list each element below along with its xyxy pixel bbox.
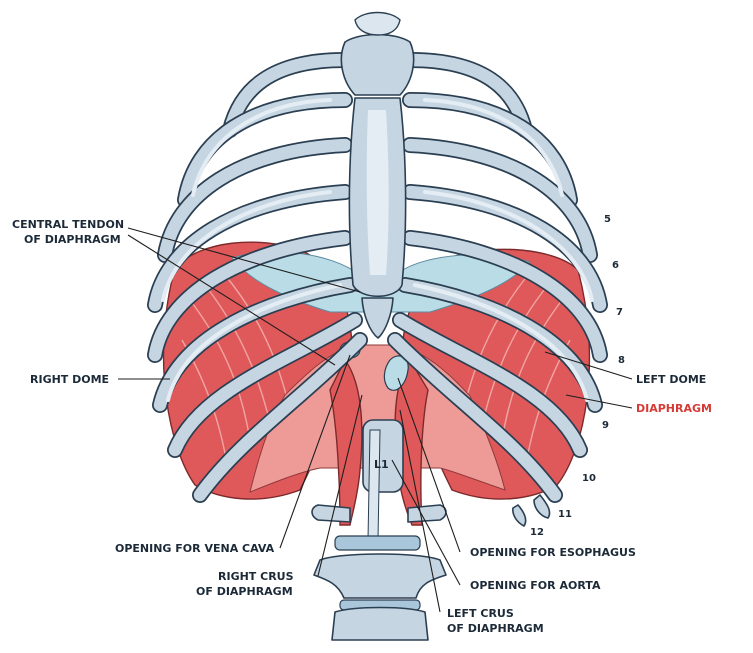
label-left-dome: LEFT DOME xyxy=(636,373,706,386)
label-right-dome: RIGHT DOME xyxy=(30,373,109,386)
rib-number-10: 10 xyxy=(582,473,596,484)
label-right-crus-line1: RIGHT CRUS xyxy=(218,570,294,583)
label-diaphragm: DIAPHRAGM xyxy=(636,402,712,415)
clavicle-notch xyxy=(354,11,401,36)
vertebra-l2 xyxy=(313,553,447,599)
manubrium xyxy=(340,33,415,96)
transverse-process-left xyxy=(311,504,351,523)
lumbar-spine xyxy=(311,419,447,641)
rib-number-5: 5 xyxy=(604,214,611,225)
rib-number-11: 11 xyxy=(558,509,572,520)
rib-number-9: 9 xyxy=(602,420,609,431)
label-left-crus-line1: LEFT CRUS xyxy=(447,607,514,620)
label-esophagus: OPENING FOR ESOPHAGUS xyxy=(470,546,636,559)
label-central-tendon-line1: CENTRAL TENDON xyxy=(12,218,124,231)
rib-number-8: 8 xyxy=(618,355,625,366)
right-ribs xyxy=(147,52,368,503)
sternum-highlight xyxy=(366,110,389,275)
rib-number-6: 6 xyxy=(612,260,619,271)
transverse-process-right xyxy=(407,504,447,523)
rib-cage xyxy=(147,11,608,527)
intervertebral-disc xyxy=(334,535,421,551)
left-ribs xyxy=(387,52,608,503)
labels: CENTRAL TENDON OF DIAPHRAGM RIGHT DOME L… xyxy=(12,218,712,635)
rib-12-tip xyxy=(512,504,527,527)
aorta-opening xyxy=(367,429,381,541)
label-vertebra-l1: L1 xyxy=(374,458,389,471)
label-left-crus-line2: OF DIAPHRAGM xyxy=(447,622,544,635)
vertebra-l3 xyxy=(331,606,429,641)
rib-11-tip xyxy=(533,494,551,519)
label-right-crus-line2: OF DIAPHRAGM xyxy=(196,585,293,598)
rib-numbers: 5 6 7 8 9 10 11 12 xyxy=(530,214,625,538)
xiphoid-process xyxy=(361,297,394,339)
label-vena-cava: OPENING FOR VENA CAVA xyxy=(115,542,275,555)
rib-number-12: 12 xyxy=(530,527,544,538)
leader-lines xyxy=(118,227,633,613)
label-aorta: OPENING FOR AORTA xyxy=(470,579,601,592)
rib-number-7: 7 xyxy=(616,307,623,318)
sternum xyxy=(340,11,415,339)
label-central-tendon-line2: OF DIAPHRAGM xyxy=(24,233,121,246)
